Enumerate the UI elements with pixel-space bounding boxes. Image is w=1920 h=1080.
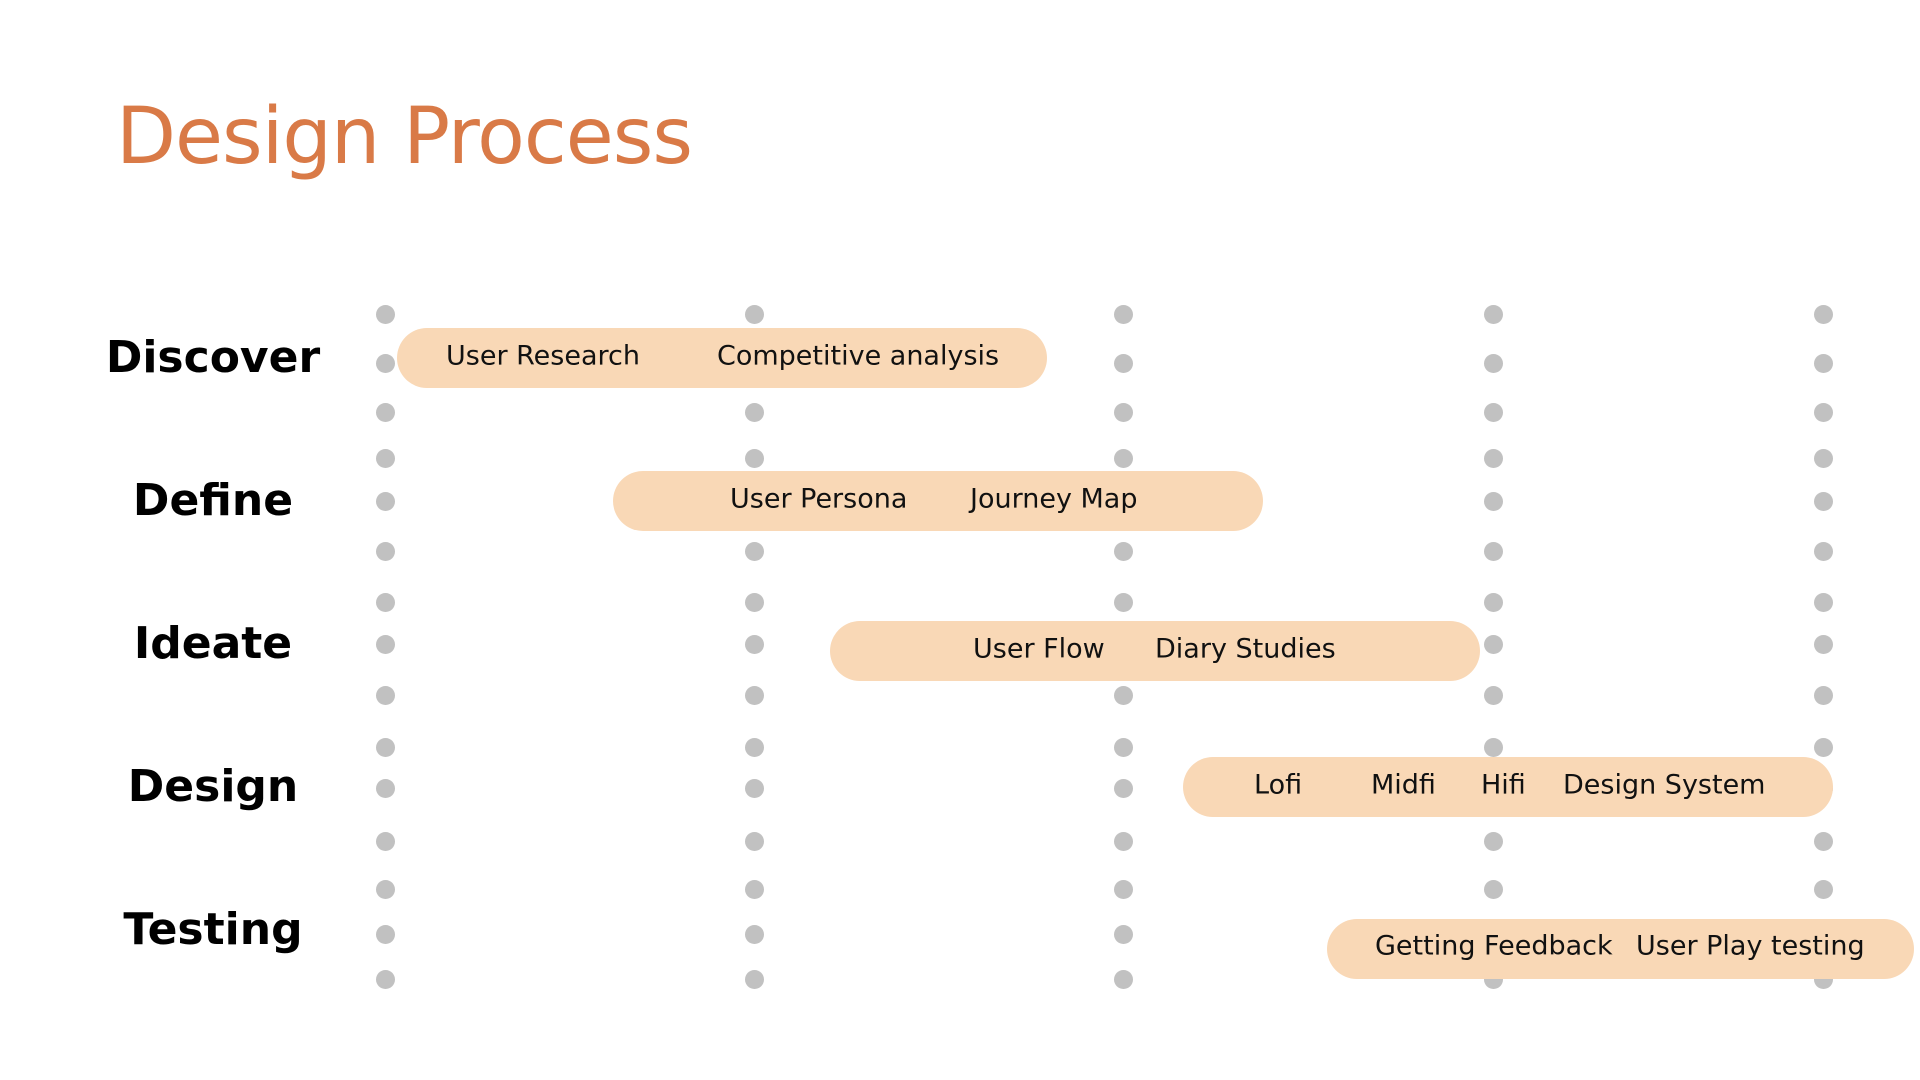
task-diary-studies: Diary Studies [1155, 633, 1336, 665]
timeline-dot [1113, 969, 1133, 989]
timeline-dot [1813, 541, 1833, 561]
timeline-dot [744, 831, 764, 851]
timeline-dot [1483, 353, 1503, 373]
timeline-dot [744, 879, 764, 899]
timeline-dot [1483, 541, 1503, 561]
timeline-dot [1813, 448, 1833, 468]
timeline-dot [375, 924, 395, 944]
timeline-dot [1113, 402, 1133, 422]
timeline-dot [744, 448, 764, 468]
timeline-dot [375, 592, 395, 612]
timeline-dot [1113, 831, 1133, 851]
timeline-dot [1483, 737, 1503, 757]
timeline-dot [375, 778, 395, 798]
timeline-dot [1113, 353, 1133, 373]
timeline-dot [744, 685, 764, 705]
stage-bar-design [1183, 757, 1833, 817]
timeline-dot [375, 353, 395, 373]
task-user-research: User Research [446, 340, 640, 372]
timeline-dot [1813, 737, 1833, 757]
page-title: Design Process [116, 92, 693, 182]
task-user-persona: User Persona [730, 483, 908, 515]
timeline-dot [744, 634, 764, 654]
timeline-dot [1113, 737, 1133, 757]
timeline-dot [1113, 448, 1133, 468]
stage-label-discover: Discover [105, 332, 321, 383]
timeline-dot [744, 737, 764, 757]
timeline-dot [744, 402, 764, 422]
timeline-dot [1483, 685, 1503, 705]
timeline-dot [1113, 924, 1133, 944]
task-user-play-testing: User Play testing [1636, 930, 1865, 962]
timeline-dot [1483, 304, 1503, 324]
task-user-flow: User Flow [973, 633, 1105, 665]
timeline-dot [1813, 353, 1833, 373]
task-journey-map: Journey Map [970, 483, 1138, 515]
timeline-dot [375, 737, 395, 757]
timeline-dot [1113, 879, 1133, 899]
timeline-dot [1113, 304, 1133, 324]
timeline-dot [375, 969, 395, 989]
timeline-dot [744, 778, 764, 798]
timeline-dot [1483, 831, 1503, 851]
timeline-dot [375, 634, 395, 654]
stage-label-design: Design [127, 761, 299, 812]
timeline-dot [744, 304, 764, 324]
timeline-dot [1813, 491, 1833, 511]
timeline-dot [375, 402, 395, 422]
timeline-dot [375, 448, 395, 468]
timeline-dot [1113, 541, 1133, 561]
stage-bar-define [613, 471, 1263, 531]
timeline-dot [1483, 491, 1503, 511]
timeline-dot [1813, 879, 1833, 899]
timeline-dot [1483, 402, 1503, 422]
timeline-dot [375, 541, 395, 561]
timeline-dot [744, 541, 764, 561]
stage-bar-discover [397, 328, 1047, 388]
timeline-dot [375, 491, 395, 511]
timeline-dot [744, 969, 764, 989]
stage-label-ideate: Ideate [133, 618, 293, 669]
stage-label-define: Define [132, 475, 294, 526]
task-competitive-analysis: Competitive analysis [717, 340, 1000, 372]
timeline-dot [375, 879, 395, 899]
task-hifi: Hifi [1481, 769, 1526, 801]
timeline-dot [1483, 879, 1503, 899]
timeline-dot [744, 592, 764, 612]
timeline-dot [1813, 592, 1833, 612]
task-design-system: Design System [1563, 769, 1766, 801]
timeline-dot [375, 685, 395, 705]
timeline-dot [1813, 304, 1833, 324]
task-midfi: Midfi [1371, 769, 1436, 801]
timeline-dot [1813, 634, 1833, 654]
timeline-dot [1483, 634, 1503, 654]
stage-label-testing: Testing [123, 904, 303, 955]
timeline-dot [375, 304, 395, 324]
task-getting-feedback: Getting Feedback [1375, 930, 1613, 962]
timeline-dot [1113, 685, 1133, 705]
timeline-dot [1813, 831, 1833, 851]
stage-bar-ideate [830, 621, 1480, 681]
timeline-dot [375, 831, 395, 851]
stage-bar-testing [1327, 919, 1914, 979]
timeline-dot [1113, 592, 1133, 612]
timeline-dot [1113, 778, 1133, 798]
timeline-dot [744, 924, 764, 944]
timeline-dot [1483, 448, 1503, 468]
timeline-dot [1813, 402, 1833, 422]
timeline-dot [1813, 685, 1833, 705]
task-lofi: Lofi [1254, 769, 1303, 801]
timeline-dot [1483, 592, 1503, 612]
